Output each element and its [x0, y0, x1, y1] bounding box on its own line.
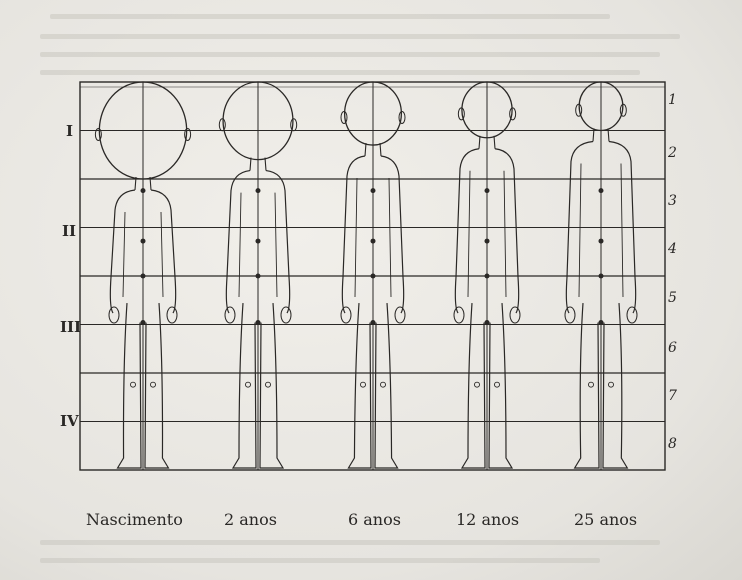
- axis-marker-4: [371, 320, 376, 325]
- unit-label-3: 3: [668, 193, 677, 209]
- axis-marker-4: [141, 320, 146, 325]
- axis-marker-2: [256, 239, 261, 244]
- age-label-6-years: 6 anos: [348, 510, 401, 529]
- hand-right: [281, 307, 291, 323]
- ear-right: [291, 119, 297, 131]
- knee-left: [361, 382, 366, 387]
- knee-right: [495, 382, 500, 387]
- axis-marker-1: [599, 188, 604, 193]
- hand-right: [627, 307, 637, 323]
- hand-left: [109, 307, 119, 323]
- hand-left: [341, 307, 351, 323]
- hand-left: [225, 307, 235, 323]
- hand-right: [510, 307, 520, 323]
- age-label-25-years: 25 anos: [574, 510, 637, 529]
- hand-left: [565, 307, 575, 323]
- axis-marker-2: [141, 239, 146, 244]
- hand-right: [395, 307, 405, 323]
- section-label-iii: III: [60, 318, 81, 336]
- axis-marker-2: [371, 239, 376, 244]
- axis-marker-3: [141, 274, 146, 279]
- unit-label-5: 5: [668, 290, 677, 306]
- axis-marker-3: [599, 274, 604, 279]
- age-label-birth: Nascimento: [86, 510, 183, 529]
- hand-left: [454, 307, 464, 323]
- axis-marker-1: [256, 188, 261, 193]
- axis-marker-2: [485, 239, 490, 244]
- axis-marker-3: [485, 274, 490, 279]
- section-label-iv: IV: [60, 412, 79, 430]
- axis-marker-1: [141, 188, 146, 193]
- knee-right: [151, 382, 156, 387]
- section-label-ii: II: [62, 222, 76, 240]
- hand-right: [167, 307, 177, 323]
- knee-right: [609, 382, 614, 387]
- unit-label-1: 1: [668, 92, 677, 108]
- axis-marker-1: [485, 188, 490, 193]
- axis-marker-2: [599, 239, 604, 244]
- knee-right: [381, 382, 386, 387]
- axis-marker-4: [256, 320, 261, 325]
- unit-label-2: 2: [668, 145, 677, 161]
- section-label-i: I: [66, 122, 73, 140]
- axis-marker-3: [256, 274, 261, 279]
- unit-label-6: 6: [668, 340, 677, 356]
- knee-left: [246, 382, 251, 387]
- ear-left: [219, 119, 225, 131]
- axis-marker-4: [599, 320, 604, 325]
- age-label-2-years: 2 anos: [224, 510, 277, 529]
- age-label-12-years: 12 anos: [456, 510, 519, 529]
- knee-left: [589, 382, 594, 387]
- axis-marker-1: [371, 188, 376, 193]
- knee-left: [475, 382, 480, 387]
- axis-marker-4: [485, 320, 490, 325]
- unit-label-7: 7: [668, 388, 677, 404]
- knee-left: [131, 382, 136, 387]
- axis-marker-3: [371, 274, 376, 279]
- unit-label-4: 4: [668, 241, 677, 257]
- knee-right: [266, 382, 271, 387]
- unit-label-8: 8: [668, 436, 677, 452]
